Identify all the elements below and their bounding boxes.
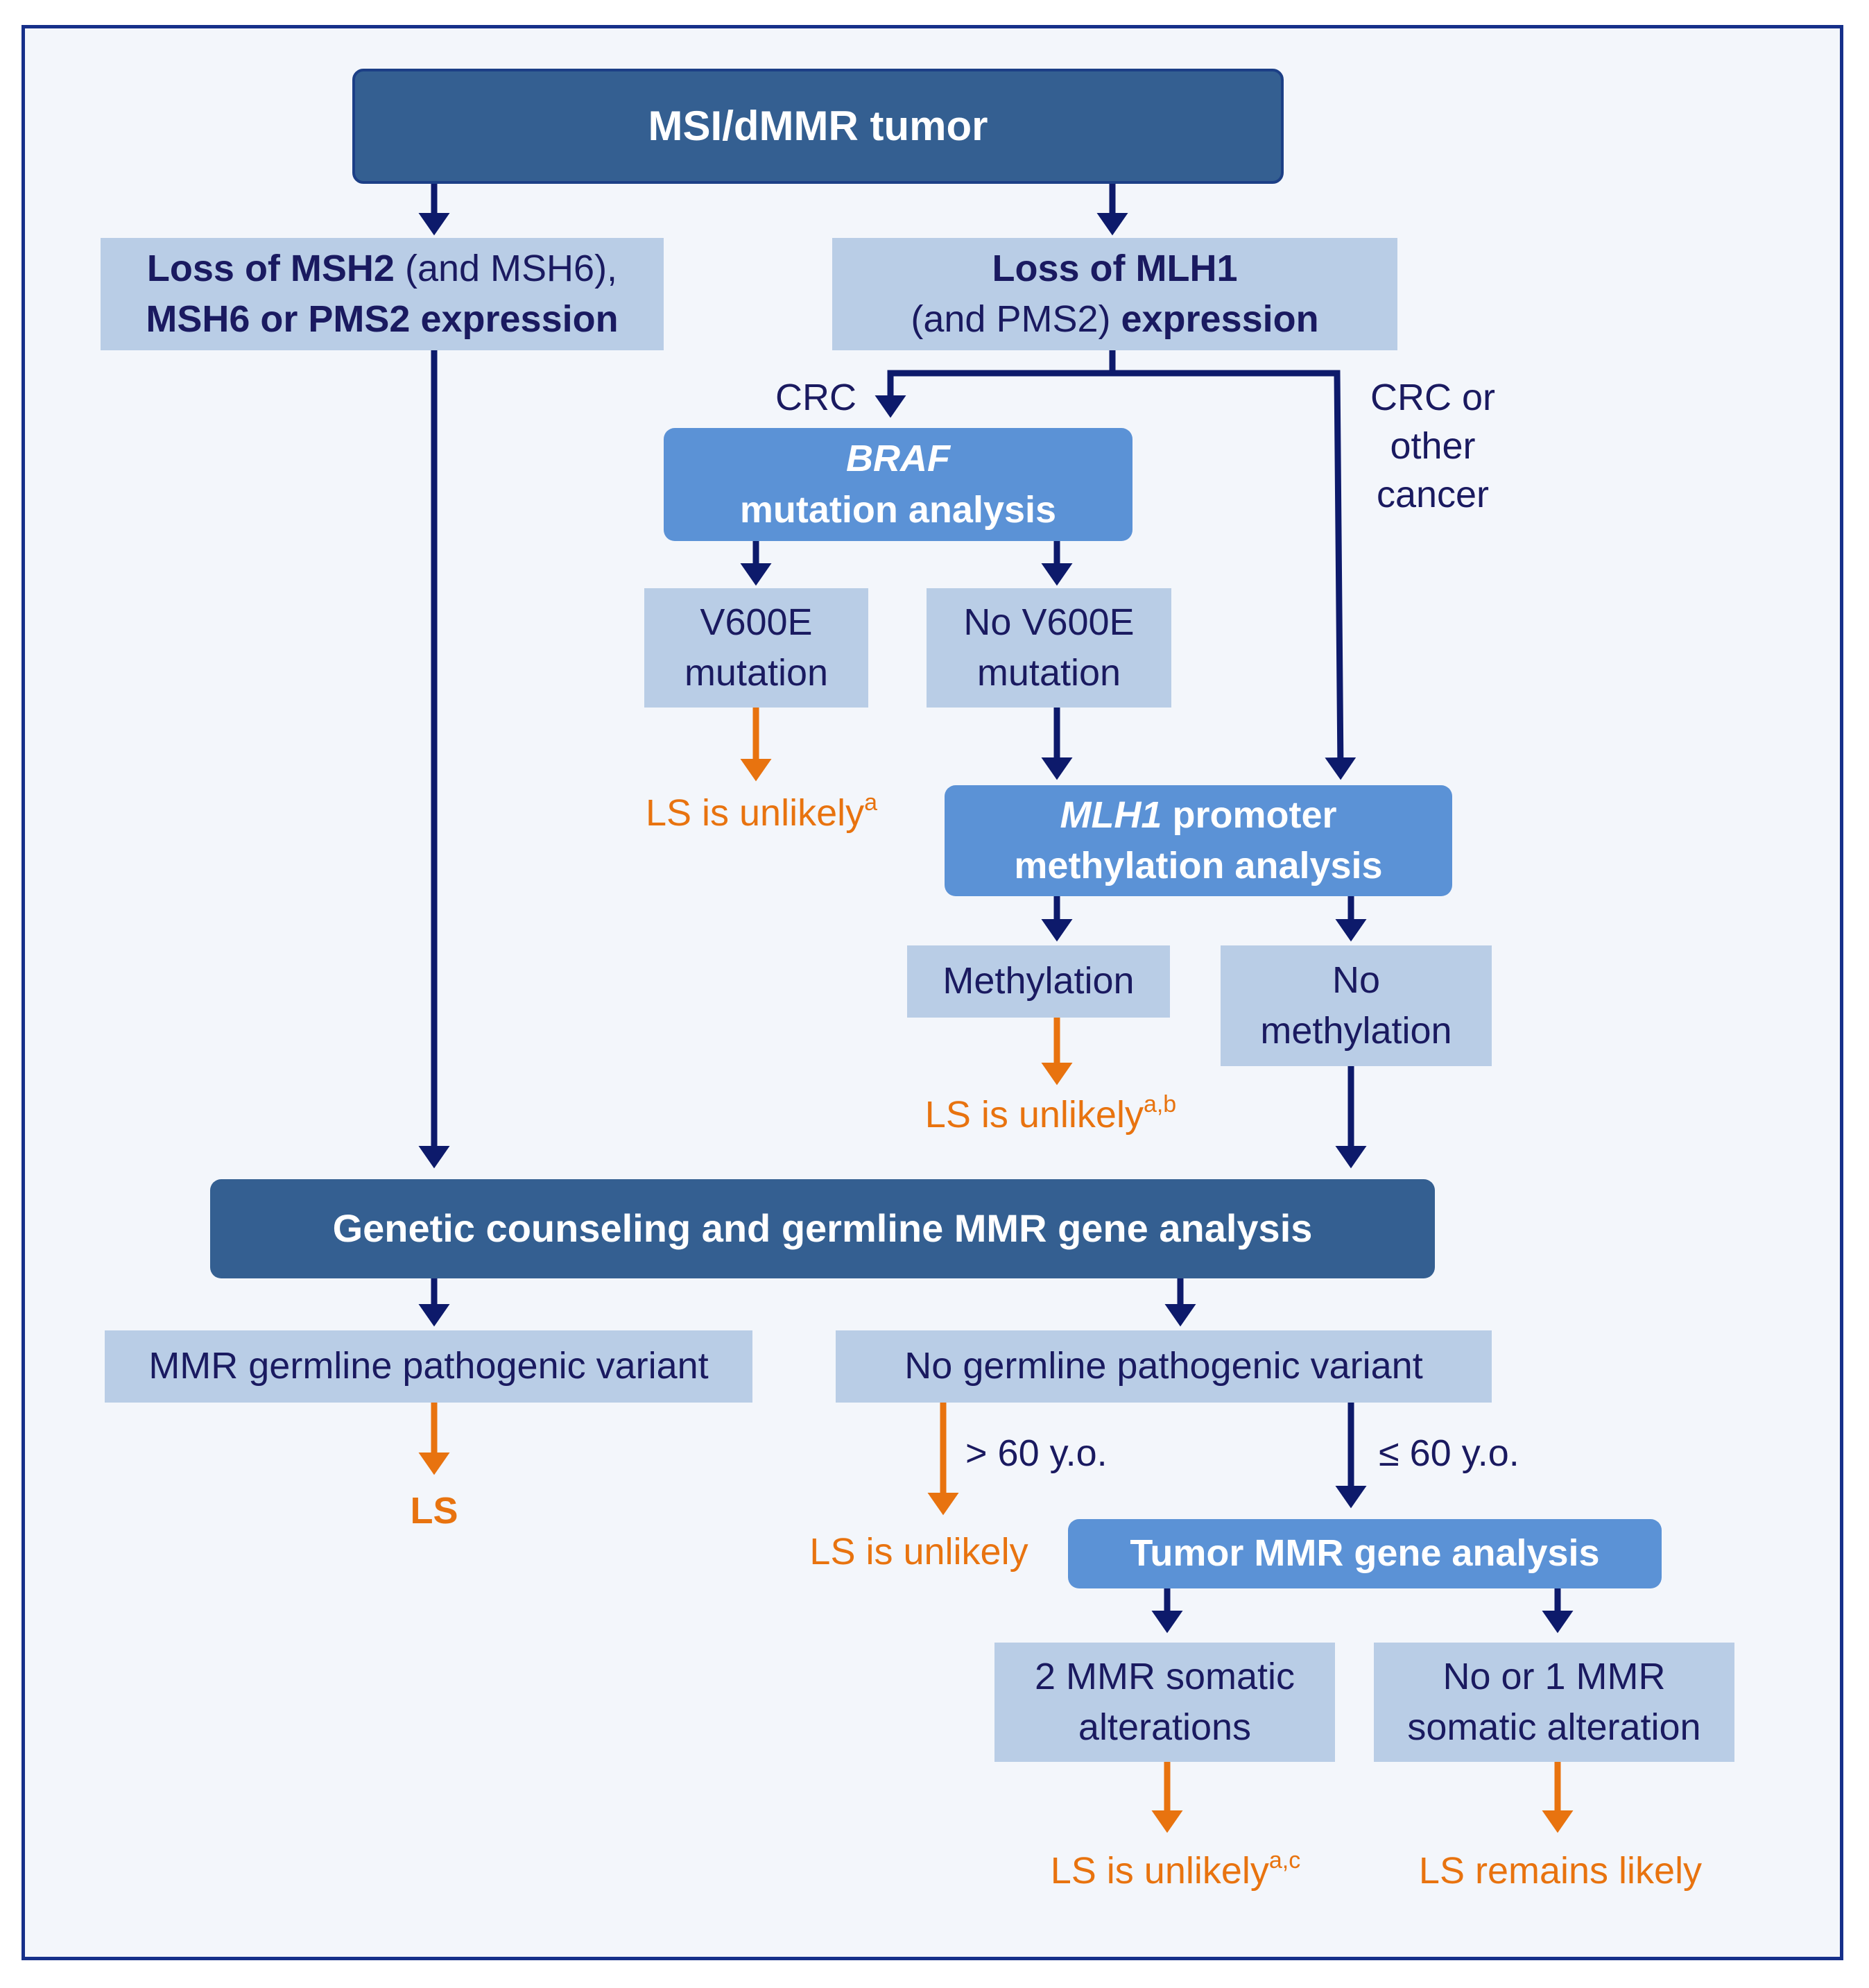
methylation-label: Methylation bbox=[942, 960, 1135, 1002]
outcome-ls-unlikely-a-text: LS is unlikely bbox=[645, 792, 865, 834]
germline-variant-node: MMR germline pathogenic variant bbox=[105, 1330, 752, 1403]
outcome-ls-unlikely: LS is unlikely bbox=[809, 1531, 1028, 1573]
no-germline-variant-label: No germline pathogenic variant bbox=[904, 1345, 1423, 1387]
loss-mlh1-label-3: expression bbox=[1110, 298, 1319, 340]
two-alt-label-1: 2 MMR somatic bbox=[1034, 1655, 1295, 1697]
no-v600e-node: No V600E mutation bbox=[927, 588, 1171, 708]
footnote-ac: a,c bbox=[1268, 1847, 1301, 1874]
no-v600e-label-1: No V600E bbox=[963, 601, 1135, 643]
outcome-ls-unlikely-a: LS is unlikelya bbox=[637, 791, 886, 836]
no-germline-variant-node: No germline pathogenic variant bbox=[836, 1330, 1492, 1403]
loss-msh2-node: Loss of MSH2 (and MSH6), MSH6 or PMS2 ex… bbox=[101, 238, 664, 350]
loss-msh2-label-1: Loss of MSH2 bbox=[146, 247, 395, 289]
mlh1-label-1: MLH1 bbox=[1060, 794, 1162, 836]
no-v600e-label-2: mutation bbox=[976, 652, 1121, 694]
start-node-label: MSI/dMMR tumor bbox=[648, 103, 988, 150]
arrow-mlh1-branch bbox=[1109, 350, 1356, 780]
no-alt-label-2: somatic alteration bbox=[1407, 1706, 1701, 1748]
label-crc-other-3: cancer bbox=[1376, 474, 1490, 516]
loss-msh2-label-3: MSH6 or PMS2 expression bbox=[146, 298, 619, 340]
label-crc-other-1: CRC or bbox=[1370, 377, 1495, 418]
label-60-or-under: ≤ 60 y.o. bbox=[1379, 1432, 1519, 1474]
start-node: MSI/dMMR tumor bbox=[352, 69, 1284, 184]
tumor-mmr-node: Tumor MMR gene analysis bbox=[1068, 1519, 1662, 1588]
outcome-ls-unlikely-ab: LS is unlikelya,b bbox=[902, 1092, 1200, 1138]
no-methylation-label-1: No bbox=[1332, 959, 1381, 1001]
outcome-ls: LS bbox=[410, 1490, 458, 1532]
footnote-ab: a,b bbox=[1143, 1091, 1177, 1117]
label-over-60: > 60 y.o. bbox=[965, 1432, 1108, 1474]
no-methylation-node: No methylation bbox=[1221, 945, 1492, 1066]
no-alt-label-1: No or 1 MMR bbox=[1442, 1655, 1666, 1697]
v600e-node: V600E mutation bbox=[644, 588, 868, 708]
arrow-mlh1-to-braf bbox=[875, 370, 1112, 418]
braf-label-1: BRAF bbox=[846, 438, 950, 480]
footnote-a: a bbox=[864, 789, 878, 816]
no-methylation-label-2: methylation bbox=[1260, 1010, 1452, 1052]
loss-mlh1-label-1: Loss of MLH1 bbox=[992, 247, 1238, 289]
label-crc-other-2: other bbox=[1390, 425, 1476, 468]
no-or-one-somatic-alteration-node: No or 1 MMR somatic alteration bbox=[1374, 1643, 1734, 1762]
loss-mlh1-node: Loss of MLH1 (and PMS2) expression bbox=[832, 238, 1397, 350]
outcome-ls-unlikely-ab-text: LS is unlikely bbox=[924, 1094, 1144, 1136]
germline-variant-label: MMR germline pathogenic variant bbox=[148, 1345, 709, 1387]
counseling-node: Genetic counseling and germline MMR gene… bbox=[210, 1179, 1435, 1278]
outcome-ls-unlikely-ac: LS is unlikelya,c bbox=[1026, 1849, 1325, 1894]
two-somatic-alterations-node: 2 MMR somatic alterations bbox=[994, 1643, 1335, 1762]
mlh1-label-2: promoter bbox=[1162, 794, 1337, 836]
outcome-ls-unlikely-ac-text: LS is unlikely bbox=[1050, 1850, 1269, 1892]
mlh1-label-3: methylation analysis bbox=[1014, 845, 1383, 886]
v600e-label-2: mutation bbox=[684, 652, 829, 694]
two-alt-label-2: alterations bbox=[1078, 1706, 1252, 1748]
loss-msh2-label-2: (and MSH6), bbox=[394, 247, 618, 289]
outcome-ls-remains-likely: LS remains likely bbox=[1418, 1850, 1703, 1892]
braf-node: BRAF mutation analysis bbox=[664, 428, 1132, 541]
v600e-label-1: V600E bbox=[700, 601, 813, 643]
methylation-node: Methylation bbox=[907, 945, 1170, 1018]
label-crc-other-cancer: CRC or other cancer bbox=[1365, 373, 1501, 520]
mlh1-methylation-node: MLH1 promoter methylation analysis bbox=[945, 785, 1452, 896]
loss-mlh1-label-2: (and PMS2) bbox=[911, 298, 1111, 340]
counseling-label: Genetic counseling and germline MMR gene… bbox=[332, 1206, 1313, 1251]
braf-label-2: mutation analysis bbox=[739, 488, 1057, 531]
label-crc: CRC bbox=[775, 377, 856, 418]
tumor-mmr-label: Tumor MMR gene analysis bbox=[1130, 1532, 1600, 1575]
